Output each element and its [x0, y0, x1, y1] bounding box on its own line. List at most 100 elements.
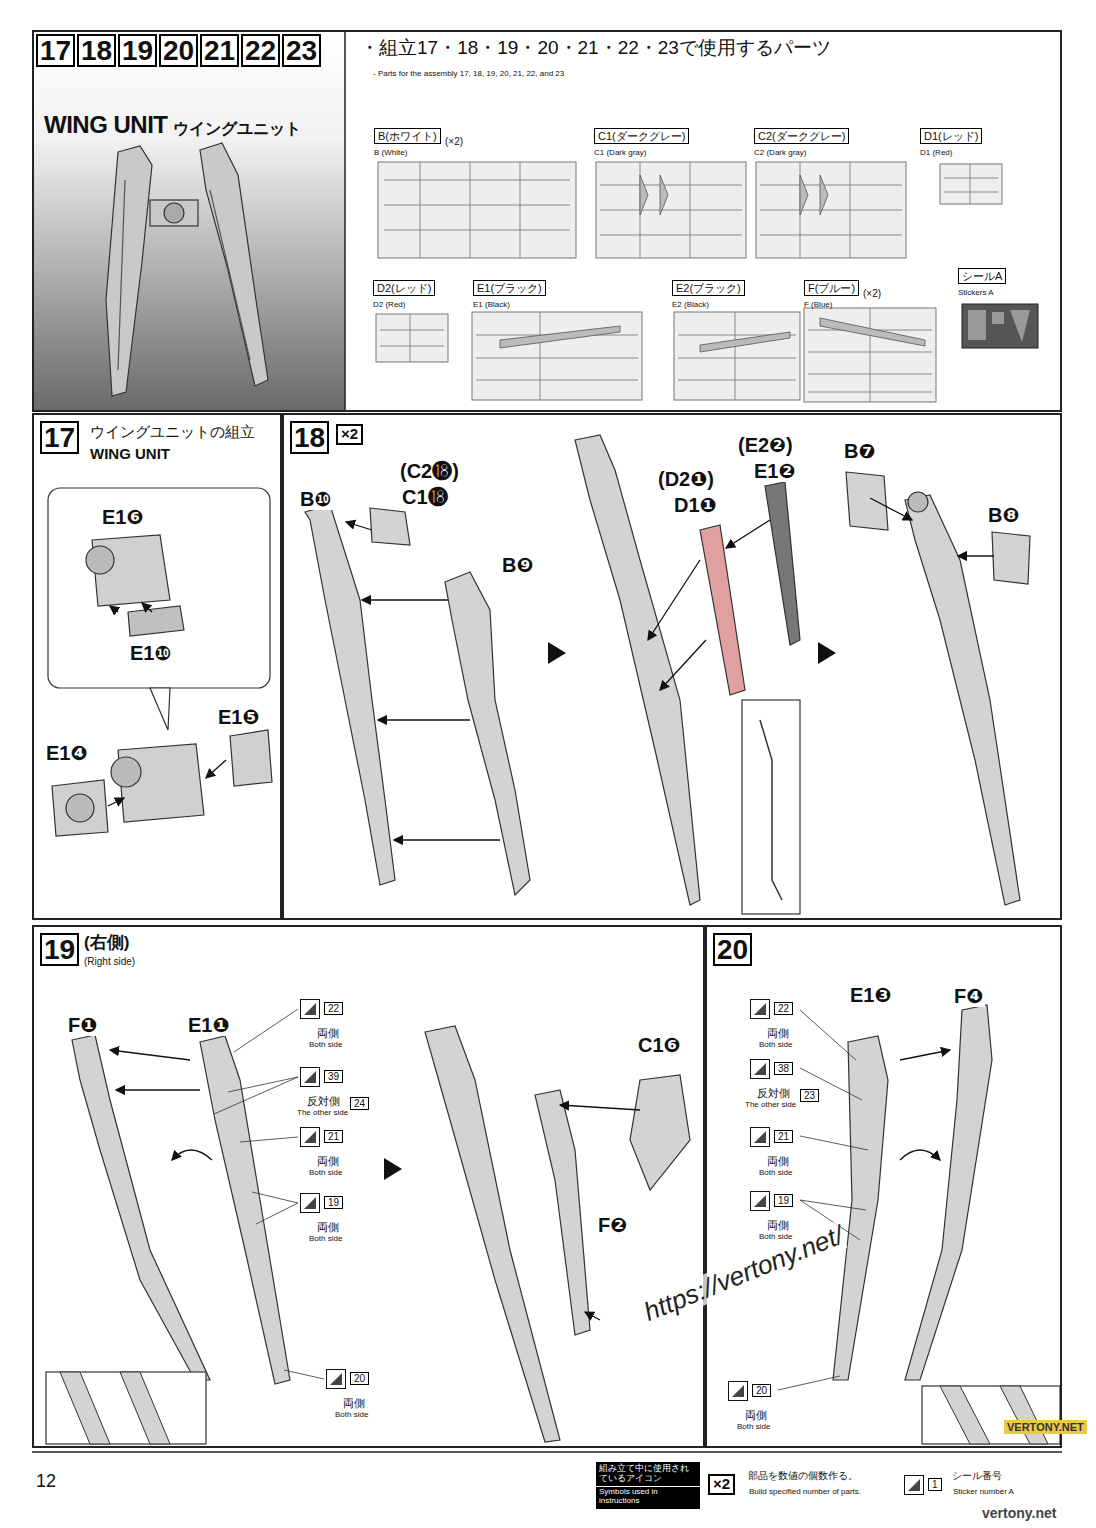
node-text: Stickers A	[958, 289, 994, 298]
label: 両側	[342, 1397, 366, 1409]
callout-number: E1❺	[216, 706, 261, 728]
label: Both side	[308, 1235, 343, 1244]
node-text: 18	[290, 421, 329, 454]
label: Build specified number of parts.	[748, 1488, 862, 1497]
label: 反対側	[306, 1095, 341, 1107]
node-text: (右側)	[84, 934, 129, 953]
runner-box: C1(ダークグレー)C1 (Dark gray)	[594, 128, 691, 160]
node-text: 19	[40, 933, 79, 966]
callout-number: E1❻	[100, 506, 145, 528]
label: 両側	[744, 1409, 768, 1421]
sticker-icon	[750, 1191, 770, 1211]
sticker-icon	[904, 1475, 924, 1495]
runner-pictures	[376, 162, 1002, 402]
callout-number: E1❹	[44, 742, 89, 764]
node-text: C1 (Dark gray)	[594, 149, 646, 158]
label: 12	[36, 1472, 56, 1492]
label: - Parts for the assembly 17, 18, 19, 20,…	[372, 70, 565, 79]
watermark: VERTONY.NET	[1004, 1420, 1087, 1434]
runner-box: D2(レッド) D2 (Red)	[373, 280, 437, 312]
runner-box: E1(ブラック) E1 (Black)	[473, 280, 548, 312]
callout-number: D1❶	[672, 494, 719, 516]
label: Both side	[758, 1169, 793, 1178]
label: Both side	[736, 1423, 771, 1432]
node-text: ウイングユニット	[173, 120, 301, 138]
callout-number: E1❿	[128, 642, 173, 664]
step20-figure	[833, 1005, 1060, 1444]
callout-number: (E2❷)	[736, 434, 795, 456]
runner-box: F(ブルー)F (Blue)(×2)	[804, 280, 883, 312]
sticker-icon	[300, 1067, 320, 1087]
node-text: D1(レッド)	[920, 128, 982, 144]
wing-figure	[106, 143, 268, 396]
sticker-number: 1	[928, 1478, 942, 1491]
label: 両側	[316, 1221, 340, 1233]
label: 両側	[316, 1155, 340, 1167]
label: 両側	[766, 1027, 790, 1039]
node-text: F (Blue)	[804, 301, 832, 310]
runner-box: B(ホワイト)B (White)(×2)	[374, 128, 465, 160]
node-text: D2 (Red)	[373, 301, 405, 310]
node-text: E1 (Black)	[473, 301, 510, 310]
count-icon: ×2	[336, 424, 363, 445]
node-text: B(ホワイト)	[374, 128, 441, 144]
runner-box: C2(ダークグレー) C2 (Dark gray)	[754, 128, 851, 160]
node-text: 20	[159, 34, 198, 67]
node-text: 17	[40, 421, 79, 454]
header-box: 17181920212223WING UNITウイングユニットB(ホワイト)B …	[32, 30, 1062, 412]
callout-number: C1❻	[636, 1034, 683, 1056]
node-text: C2(ダークグレー)	[754, 128, 849, 144]
label: ・組立17・18・19・20・21・22・23で使用するパーツ	[360, 38, 831, 59]
node-text: 17	[36, 34, 75, 67]
node-text: E1(ブラック)	[473, 280, 546, 296]
step19-figure	[46, 1026, 690, 1444]
node-text: 18	[77, 34, 116, 67]
node-text: WING UNIT	[90, 446, 170, 463]
sticker-icon	[728, 1381, 748, 1401]
sticker-icon	[750, 1059, 770, 1079]
sticker-sheet	[962, 304, 1038, 348]
step-panel: 19 (右側) (Right side)	[32, 925, 705, 1448]
node-text: F(ブルー)	[804, 280, 859, 296]
node-text: 22	[241, 34, 280, 67]
label: 部品を数値の個数作る。	[748, 1470, 858, 1481]
node-text: 23	[282, 34, 321, 67]
label: 反対側	[756, 1087, 791, 1099]
label: 組み立て中に使用されているアイコン	[596, 1462, 700, 1486]
header-panel	[34, 32, 345, 410]
node-text: シールA	[958, 268, 1006, 284]
step17-figure	[48, 488, 272, 836]
label: 両側	[766, 1155, 790, 1167]
sticker-icon	[300, 1127, 320, 1147]
node-text: C2 (Dark gray)	[754, 149, 806, 158]
label: The other side	[744, 1101, 797, 1110]
node-text: (×2)	[445, 136, 463, 147]
watermark: https://vertony.net/	[640, 1221, 847, 1327]
label: Both side	[758, 1041, 793, 1050]
label: The other side	[296, 1109, 349, 1118]
sticker-number: 38	[774, 1062, 793, 1075]
sticker-icon	[326, 1369, 346, 1389]
sticker-number: 22	[324, 1002, 343, 1015]
runner-box: E2(ブラック)E2 (Black)	[672, 280, 747, 312]
sticker-number: 20	[752, 1384, 771, 1397]
node-text: D2(レッド)	[373, 280, 435, 296]
sticker-number: 20	[350, 1372, 369, 1385]
label: Both side	[334, 1411, 369, 1420]
callout-number: F❶	[66, 1014, 99, 1036]
callout-number: E1❷	[752, 460, 797, 482]
node-text: (Right side)	[84, 956, 135, 967]
label: Sticker number A	[952, 1488, 1015, 1497]
count-icon: ×2	[708, 1474, 735, 1495]
sticker-icon	[750, 999, 770, 1019]
label: シール番号	[952, 1470, 1002, 1481]
callout-number: B❾	[500, 554, 535, 576]
node-text: E2(ブラック)	[672, 280, 745, 296]
sticker-box: シールA Stickers A	[958, 268, 1008, 300]
label: 両側	[316, 1027, 340, 1039]
step-panel: 17ウイングユニットの組立WING UNIT	[32, 413, 282, 920]
sticker-number: 24	[350, 1097, 369, 1110]
node-text: D1 (Red)	[920, 149, 952, 158]
sticker-number: 21	[774, 1130, 793, 1143]
